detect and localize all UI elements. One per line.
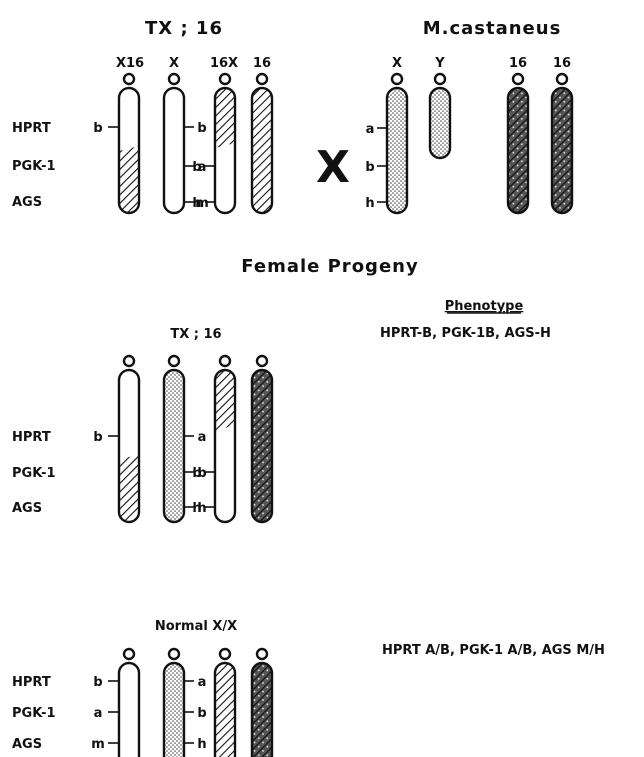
locus-label-ags: AGS — [12, 737, 42, 752]
locus-labels-parents: HPRT PGK-1 AGS — [12, 121, 56, 210]
progeny2-chromosome-16-hatched — [215, 649, 235, 757]
allele-label: h — [365, 196, 374, 211]
locus-labels-group2: HPRT PGK-1 AGS — [12, 675, 56, 752]
chromosome-x16: b — [93, 74, 139, 213]
chromosome-16x: b h — [192, 74, 235, 213]
allele-label: b — [365, 160, 374, 175]
chromosome-label: Y — [434, 56, 445, 71]
locus-label-hprt: HPRT — [12, 675, 51, 690]
chromosome-castaneus-y — [430, 74, 450, 158]
allele-label: b — [192, 466, 201, 481]
progeny2-chromosome-16-castaneus — [252, 649, 272, 757]
chromosome-castaneus-16-b — [552, 74, 572, 213]
progeny2-chromosome-castaneus-x: a b h — [164, 649, 207, 757]
locus-label-hprt: HPRT — [12, 430, 51, 445]
chromosome-label: 16 — [253, 56, 271, 71]
cross-symbol: X — [316, 142, 350, 193]
allele-label: m — [91, 737, 105, 752]
chromosome-label: 16 — [553, 56, 571, 71]
allele-label: b — [93, 121, 102, 136]
allele-label: a — [198, 675, 207, 690]
right-parent-chromosome-labels: X Y 16 16 — [392, 56, 571, 71]
progeny-group-title-normal: Normal X/X — [155, 619, 237, 634]
chromosome-castaneus-16-a — [508, 74, 528, 213]
allele-label: b — [197, 706, 206, 721]
allele-label: b — [197, 121, 206, 136]
progeny2-chromosome-x: b a m — [91, 649, 139, 757]
allele-label: h — [197, 737, 206, 752]
locus-label-pgk1: PGK-1 — [12, 159, 56, 174]
chromosome-label: 16X — [210, 56, 238, 71]
chromosome-16-hatched — [252, 74, 272, 213]
allele-label: a — [198, 430, 207, 445]
progeny1-chromosome-castaneus-x: a b h — [164, 356, 207, 522]
progeny-group-title-tx16: TX ; 16 — [170, 327, 221, 342]
left-parent-title: TX ; 16 — [145, 18, 223, 39]
locus-label-pgk1: PGK-1 — [12, 466, 56, 481]
right-parent-title: M.castaneus — [423, 18, 562, 39]
chromosome-label: X — [392, 56, 402, 71]
locus-label-ags: AGS — [12, 501, 42, 516]
allele-label: a — [94, 706, 103, 721]
chromosome-label: X — [169, 56, 179, 71]
allele-label: b — [93, 430, 102, 445]
chromosome-label: 16 — [509, 56, 527, 71]
left-parent-chromosome-labels: X16 X 16X 16 — [116, 56, 271, 71]
allele-label: h — [192, 196, 201, 211]
locus-label-hprt: HPRT — [12, 121, 51, 136]
allele-label: b — [93, 675, 102, 690]
phenotype-text-normal: HPRT A/B, PGK-1 A/B, AGS M/H — [382, 643, 605, 658]
section-title-female-progeny: Female Progeny — [241, 256, 418, 277]
progeny1-chromosome-x16: b — [93, 356, 139, 522]
chromosome-label: X16 — [116, 56, 144, 71]
locus-label-pgk1: PGK-1 — [12, 706, 56, 721]
locus-label-ags: AGS — [12, 195, 42, 210]
progeny1-chromosome-16-castaneus — [252, 356, 272, 522]
chromosome-x: b a m — [164, 74, 209, 213]
allele-label: b — [192, 160, 201, 175]
allele-label: h — [192, 501, 201, 516]
phenotype-text-tx16: HPRT-B, PGK-1B, AGS-H — [380, 326, 551, 341]
allele-label: a — [366, 122, 375, 137]
phenotype-header: Phenotype — [445, 299, 524, 314]
chromosome-castaneus-x: a b h — [365, 74, 407, 213]
locus-labels-group1: HPRT PGK-1 AGS — [12, 430, 56, 516]
